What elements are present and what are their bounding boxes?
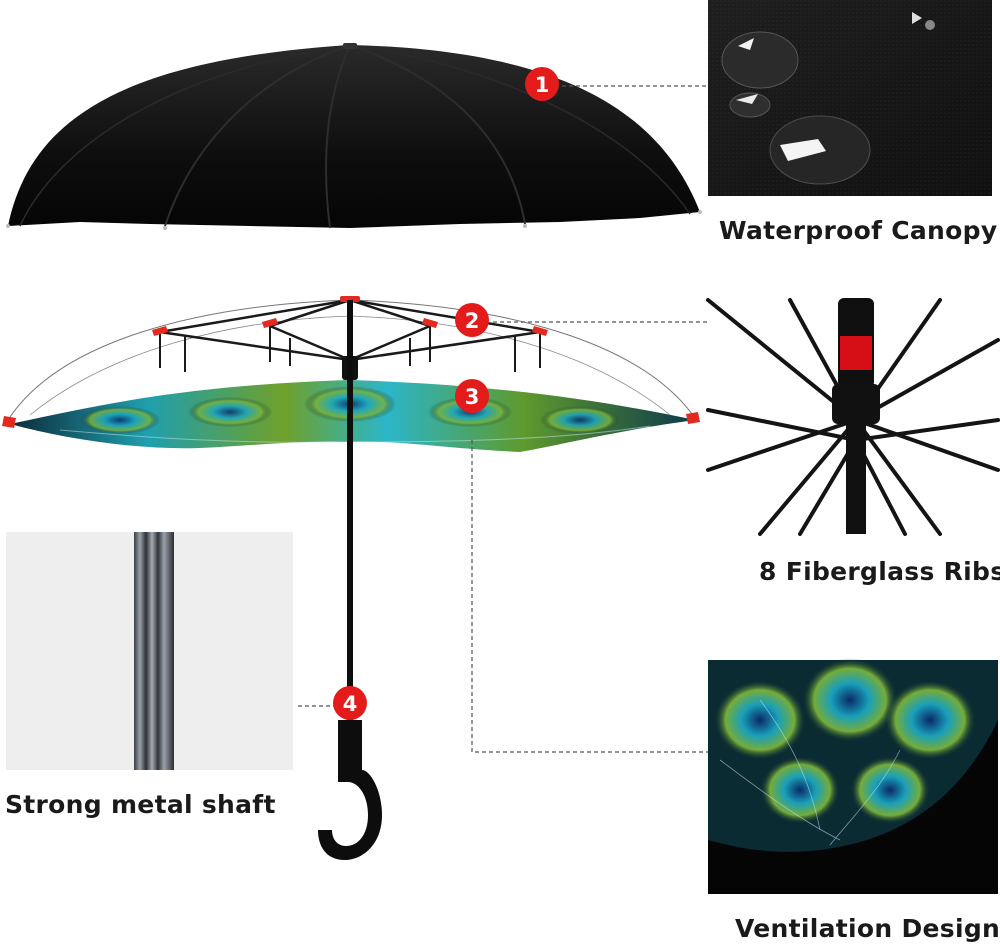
caption-fiberglass-ribs: 8 Fiberglass Ribs <box>759 557 1000 586</box>
peacock-pattern-icon <box>708 658 998 894</box>
shaft-icon <box>6 532 293 770</box>
caption-waterproof-canopy: Waterproof Canopy <box>719 216 998 245</box>
marker-1-number: 1 <box>535 73 550 97</box>
marker-4: 4 <box>333 686 367 720</box>
marker-2: 2 <box>455 303 489 337</box>
marker-3-number: 3 <box>465 385 480 409</box>
marker-2-number: 2 <box>465 309 480 333</box>
caption-metal-shaft: Strong metal shaft <box>5 790 276 819</box>
marker-3: 3 <box>455 379 489 413</box>
canopy-top-view <box>6 43 702 230</box>
water-droplets-icon <box>708 0 992 196</box>
ribs-icon <box>706 298 1000 536</box>
leader-lines <box>298 85 708 753</box>
marker-1: 1 <box>525 67 559 101</box>
caption-ventilation-design: Ventilation Design <box>735 914 1000 943</box>
marker-4-number: 4 <box>343 692 358 716</box>
